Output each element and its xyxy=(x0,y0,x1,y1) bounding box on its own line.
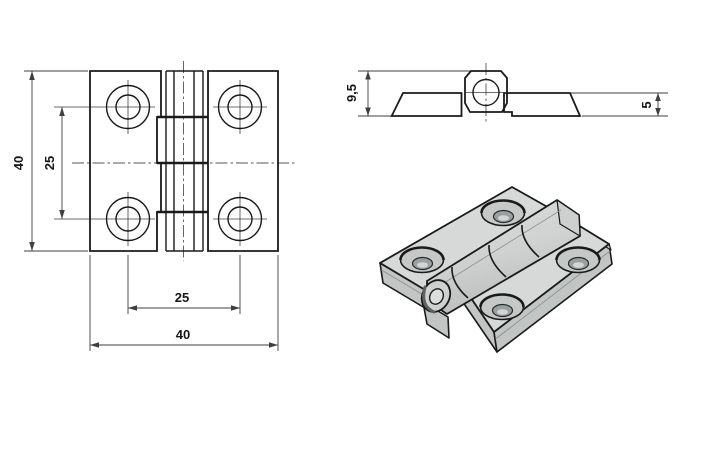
pin-bore xyxy=(428,288,445,305)
dim-label-spacing-h-25: 25 xyxy=(175,290,189,305)
left-leaf-profile xyxy=(390,92,463,117)
knuckle-profile xyxy=(464,70,508,113)
knuckle-seam-3 xyxy=(521,224,540,258)
right-leaf-profile xyxy=(503,92,582,117)
knuckle-seam-2 xyxy=(488,244,507,278)
iso-holes xyxy=(399,199,601,321)
dim-total-height: 9,5 xyxy=(344,70,471,117)
dim-hole-spacing-horizontal: 25 xyxy=(127,255,241,314)
dim-label-9-5: 9,5 xyxy=(344,84,359,102)
knuckle-joints xyxy=(157,115,208,214)
knuckle-seam-1 xyxy=(451,266,469,299)
iso-hole-top xyxy=(480,199,526,227)
dim-hole-spacing-vertical: 25 xyxy=(42,107,65,219)
pin-bore-circle xyxy=(472,78,500,107)
dim-leaf-thickness: 5 xyxy=(571,92,668,117)
mounting-holes xyxy=(105,84,263,242)
isometric-view xyxy=(379,186,613,353)
dim-label-5: 5 xyxy=(639,101,654,108)
side-view: 9,5 5 xyxy=(344,63,668,124)
hole-crosshairs xyxy=(54,80,267,246)
front-view: 40 25 25 40 xyxy=(11,61,296,351)
dim-label-spacing-v-25: 25 xyxy=(42,156,57,170)
iso-pin-end xyxy=(420,279,452,339)
dim-label-height-40: 40 xyxy=(11,156,26,170)
dim-overall-width: 40 xyxy=(89,255,279,351)
right-leaf-outline xyxy=(207,70,279,252)
dim-overall-height: 40 xyxy=(11,70,88,252)
left-leaf-outline xyxy=(89,70,162,252)
iso-hole-left xyxy=(399,246,445,274)
iso-barrel-end-facet xyxy=(556,199,581,237)
dim-label-width-40: 40 xyxy=(176,327,190,342)
iso-hole-bottom xyxy=(479,293,525,321)
hinge-barrel xyxy=(157,70,208,252)
iso-hole-right xyxy=(555,246,601,274)
pin-shadow-crescent xyxy=(422,285,436,314)
